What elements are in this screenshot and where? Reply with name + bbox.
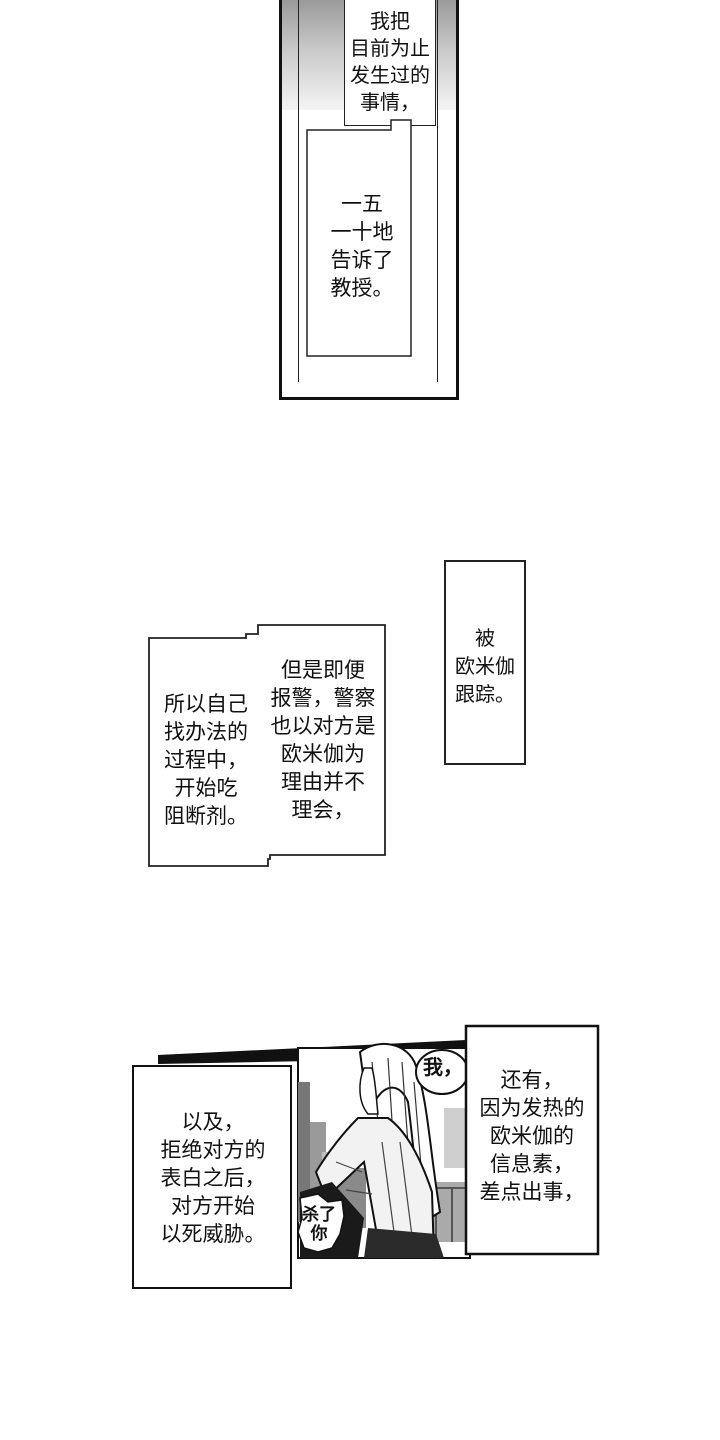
caption-6-text: 以及， 拒绝对方的 表白之后， 对方开始 以死威胁。 (160, 1110, 266, 1246)
caption-5-text: 被 欧米伽 跟踪。 (455, 626, 515, 706)
panel-1-inner-frame (298, 0, 438, 382)
speech-bubble-bottom-text: 杀了 你 (302, 1205, 336, 1244)
caption-box-5: 被 欧米伽 跟踪。 (444, 560, 526, 765)
caption-2-text: 一五 一十地 告诉了 教授。 (330, 192, 394, 300)
caption-box-group-middle (148, 624, 386, 867)
panel-3-illustration (132, 1024, 600, 1289)
caption-box-2 (306, 119, 412, 357)
caption-4-text: 但是即便 报警，警察 也以对方是 欧米伽为 理由并不 理会， (270, 658, 376, 822)
caption-7-text: 还有， 因为发热的 欧米伽的 信息素， 差点出事， (479, 1068, 585, 1204)
caption-1-text: 我把 目前为止 发生过的 事情， (350, 9, 430, 114)
speech-bubble-top-text: 我， (423, 1055, 463, 1079)
caption-3-text: 所以自己 找办法的 过程中， 开始吃 阻断剂。 (164, 692, 248, 828)
caption-box-1: 我把 目前为止 发生过的 事情， (344, 0, 436, 126)
